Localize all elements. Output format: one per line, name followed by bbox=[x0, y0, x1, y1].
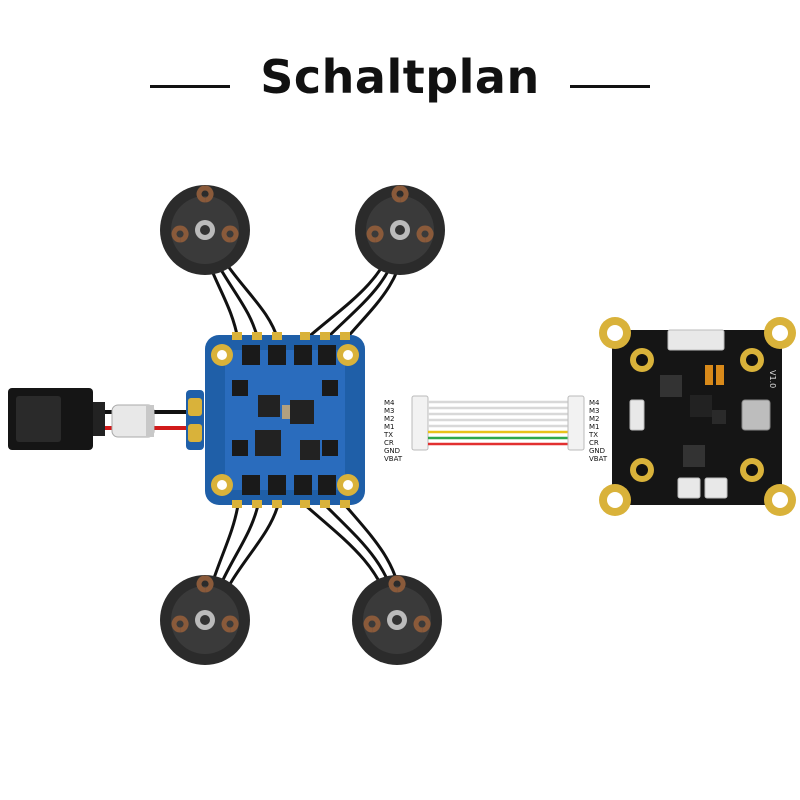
esc-pin-tx: TX bbox=[383, 431, 393, 439]
fc-pin-m2: M2 bbox=[589, 415, 600, 423]
signal-cable bbox=[428, 400, 568, 446]
esc-mosfets bbox=[232, 345, 338, 495]
fc-mounting-ears bbox=[599, 317, 796, 516]
esc-motor-pads bbox=[232, 332, 350, 508]
fc-pin-tx: TX bbox=[588, 431, 598, 439]
capacitor bbox=[111, 404, 155, 438]
motor-top-right bbox=[355, 185, 445, 275]
fc-mcu bbox=[690, 395, 712, 417]
fc-inductor-1 bbox=[660, 375, 682, 397]
esc-mounting-holes bbox=[211, 344, 359, 496]
title-rule-right bbox=[570, 85, 650, 88]
battery-xt-connector bbox=[8, 388, 105, 450]
fc-mounting-holes bbox=[630, 348, 764, 482]
title-rule-left bbox=[150, 85, 230, 88]
fc-top-connector bbox=[667, 329, 725, 351]
fc-pin-m1: M1 bbox=[589, 423, 600, 431]
fc-inductor-2 bbox=[683, 445, 705, 467]
esc-pin-cr: CR bbox=[384, 439, 394, 447]
fc-pin-gnd: GND bbox=[589, 447, 605, 455]
flight-controller-board: V1.0 bbox=[599, 317, 796, 516]
esc-pin-m1: M1 bbox=[384, 423, 395, 431]
battery-solder-pads bbox=[186, 390, 204, 450]
esc-board bbox=[205, 332, 365, 508]
fc-bottom-connector-1 bbox=[677, 477, 701, 499]
fc-bottom-connector-2 bbox=[704, 477, 728, 499]
motor-bottom-left bbox=[160, 575, 250, 665]
diagram-title: Schaltplan bbox=[260, 50, 540, 104]
usb-c-port bbox=[741, 399, 771, 431]
fc-pin-labels: M4 M3 M2 M1 TX CR GND VBAT bbox=[588, 399, 608, 463]
esc-chips bbox=[255, 395, 320, 460]
fc-pin-m4: M4 bbox=[589, 399, 600, 407]
esc-pin-vbat: VBAT bbox=[384, 455, 403, 463]
fc-side-connector bbox=[629, 399, 645, 431]
esc-pin-gnd: GND bbox=[384, 447, 400, 455]
fc-board-label: V1.0 bbox=[768, 370, 777, 388]
fc-connector bbox=[567, 395, 585, 451]
esc-pin-m4: M4 bbox=[384, 399, 395, 407]
motor-bottom-right bbox=[352, 575, 442, 665]
fc-pin-m3: M3 bbox=[589, 407, 600, 415]
fc-pin-cr: CR bbox=[589, 439, 599, 447]
esc-pin-m2: M2 bbox=[384, 415, 395, 423]
motor-top-left bbox=[160, 185, 250, 275]
esc-connector bbox=[411, 395, 429, 451]
esc-pin-labels: M4 M3 M2 M1 TX CR GND VBAT bbox=[383, 399, 403, 463]
fc-pin-vbat: VBAT bbox=[589, 455, 608, 463]
esc-pin-m3: M3 bbox=[384, 407, 395, 415]
